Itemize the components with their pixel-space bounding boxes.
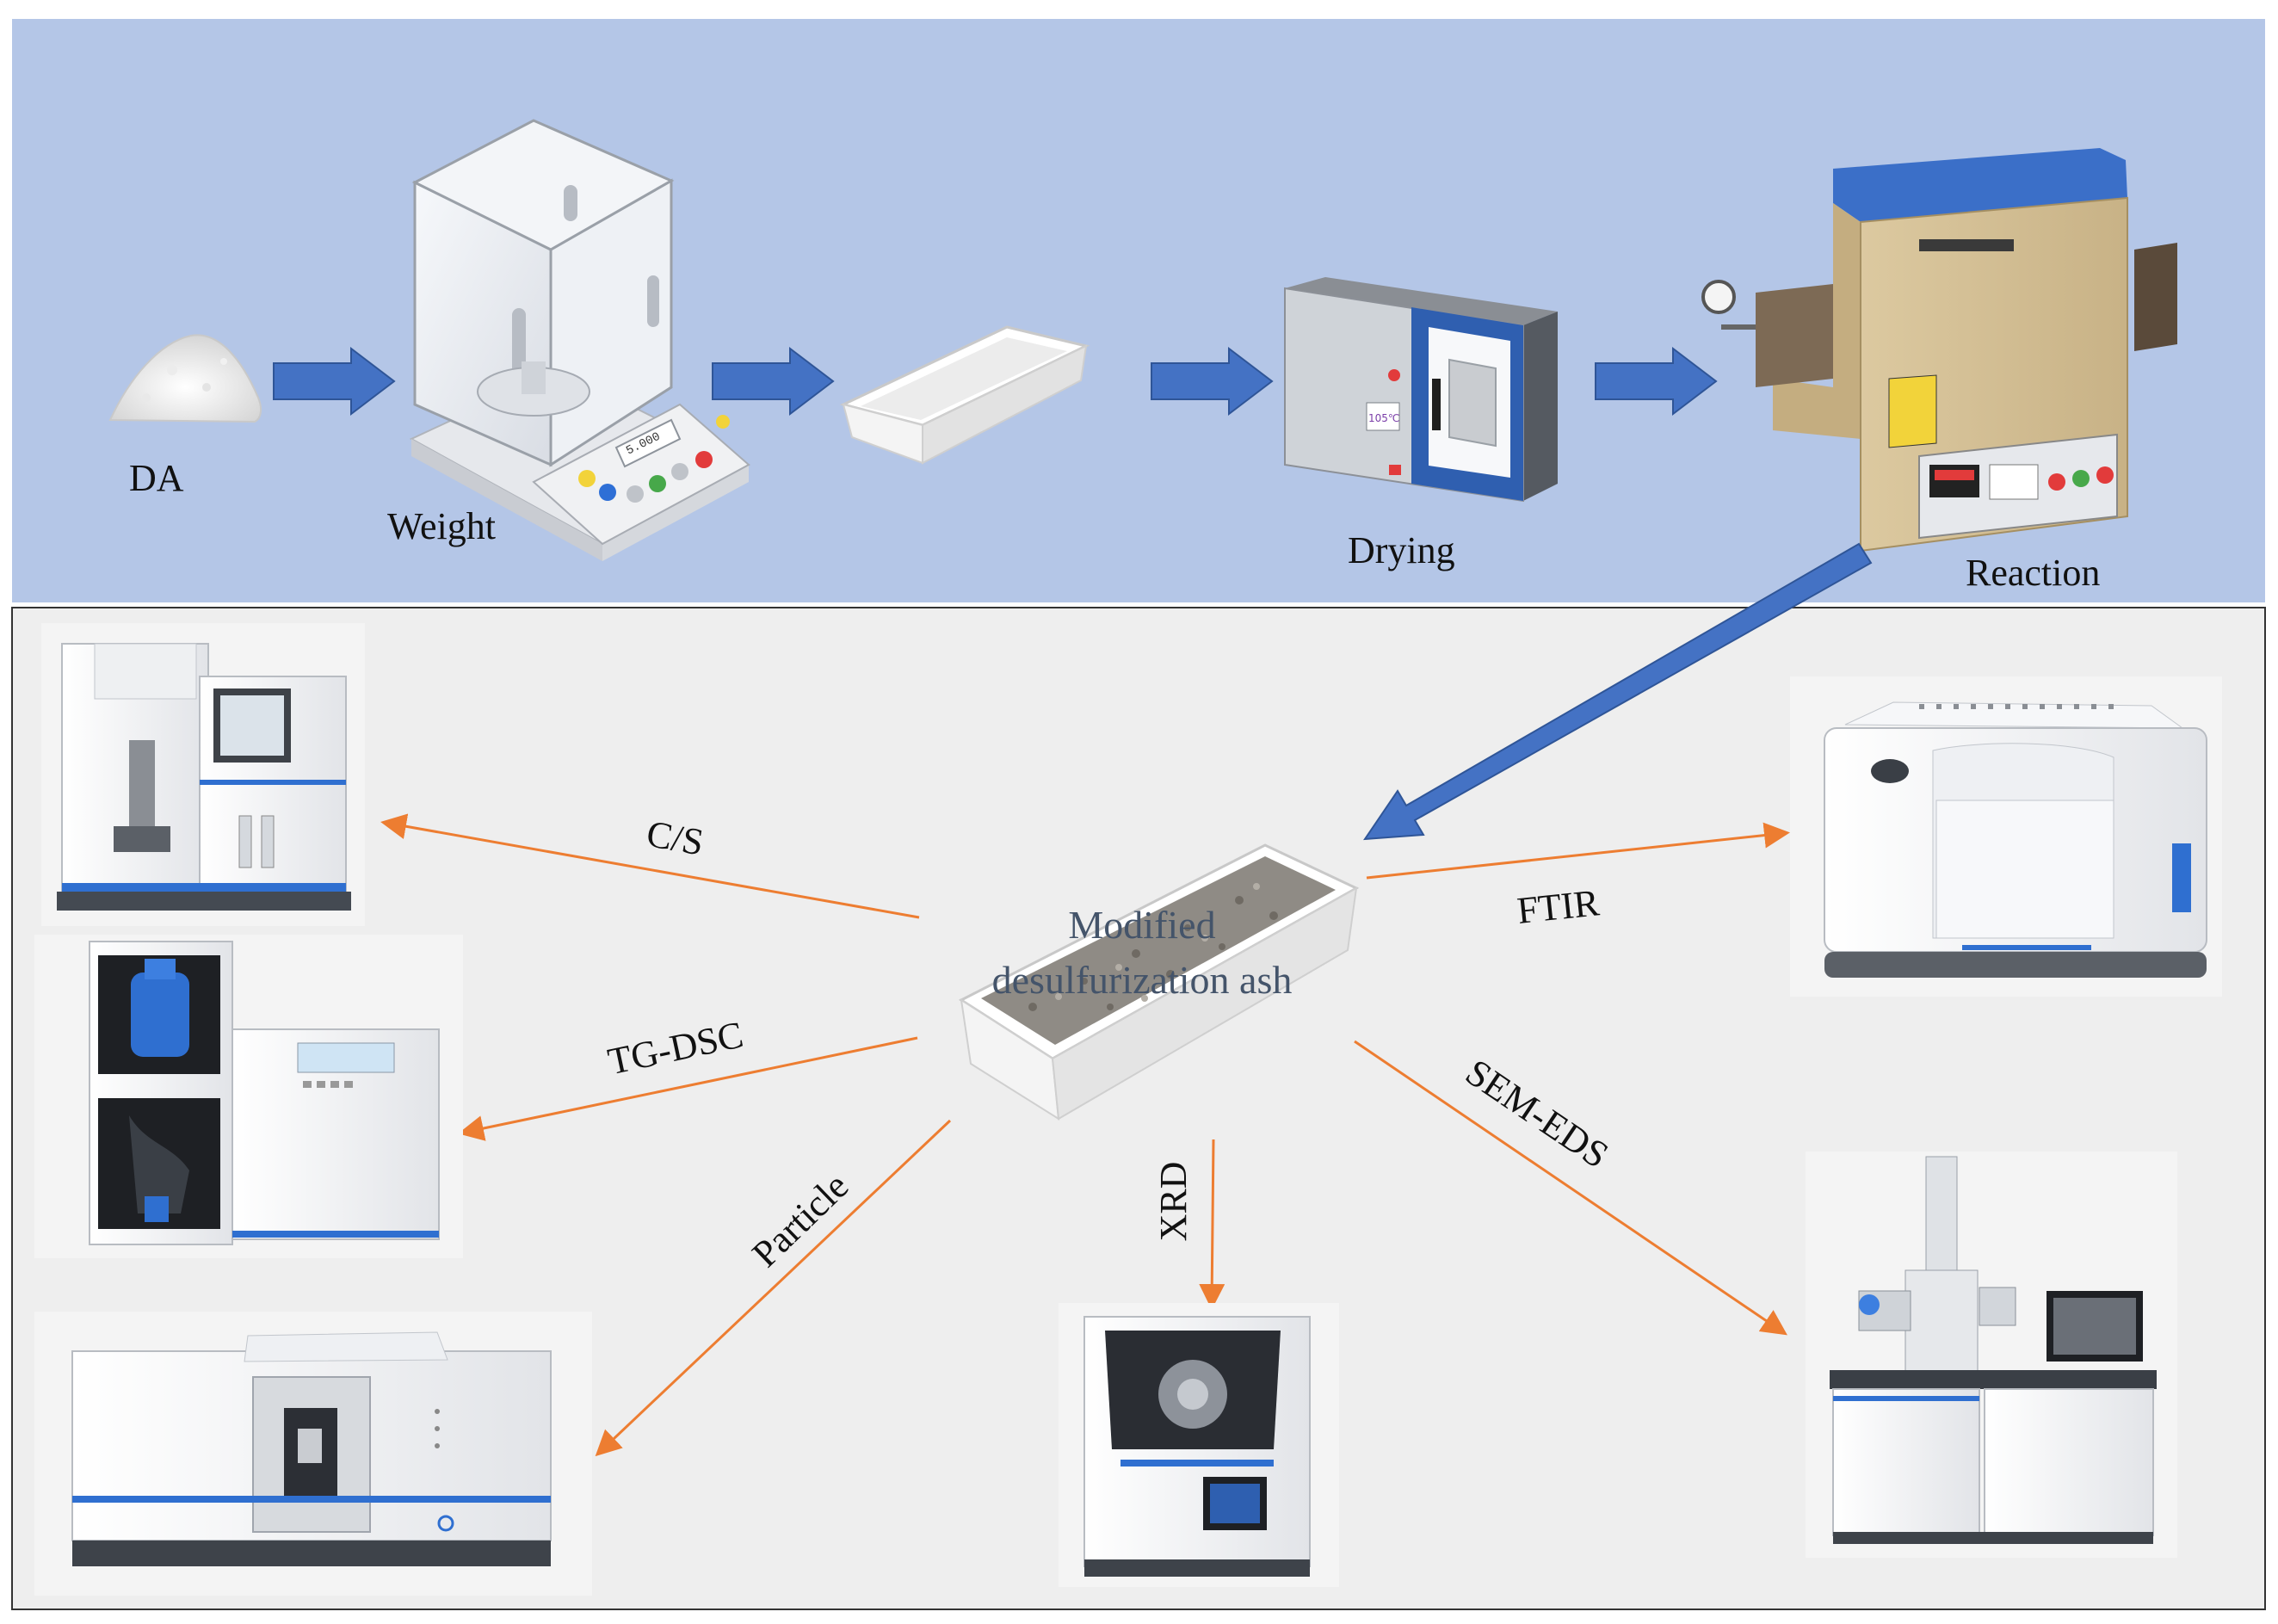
- arrow-tgdsc: [458, 1036, 918, 1141]
- particle-size-analyzer-icon: [34, 1312, 592, 1596]
- process-arrow-4: [1595, 346, 1718, 417]
- oven-display: 105℃: [1368, 412, 1399, 424]
- process-arrow-2: [712, 346, 835, 417]
- reaction-to-product-arrow: [1363, 542, 1873, 841]
- arrow-ftir: [1366, 822, 1790, 880]
- thermal-analyzer-icon: [34, 935, 463, 1258]
- process-arrow-1: [273, 346, 396, 417]
- ash-filled-crucible-icon: [958, 843, 1360, 1121]
- powder-pile-icon: [108, 334, 262, 423]
- xrd-diffractometer-icon: [1059, 1303, 1339, 1587]
- crucible-boat-icon: [839, 325, 1090, 465]
- product-label-line2: desulfurization ash: [992, 958, 1293, 1002]
- drying-oven-icon: 105℃: [1284, 277, 1558, 503]
- product-label-line1: Modified: [1068, 903, 1215, 947]
- carbon-sulfur-analyzer-icon: [41, 623, 365, 926]
- arrow-semeds: [1354, 1040, 1787, 1336]
- arrow-cs: [380, 813, 920, 919]
- step-label-da: DA: [129, 457, 184, 499]
- tube-furnace-icon: [1701, 148, 2177, 553]
- ftir-spectrometer-icon: [1790, 676, 2222, 997]
- arrow-particle: [595, 1119, 952, 1457]
- label-xrd: XRD: [1152, 1162, 1195, 1242]
- process-arrow-3: [1151, 346, 1274, 417]
- arrow-xrd: [1199, 1139, 1225, 1310]
- label-cs: C/S: [644, 812, 707, 864]
- step-label-weight: Weight: [387, 505, 496, 547]
- analytical-balance-icon: 5.000: [409, 119, 751, 561]
- label-ftir: FTIR: [1516, 881, 1602, 932]
- electron-microscope-icon: [1806, 1152, 2177, 1558]
- step-label-reaction: Reaction: [1966, 552, 2100, 594]
- step-label-drying: Drying: [1348, 529, 1455, 571]
